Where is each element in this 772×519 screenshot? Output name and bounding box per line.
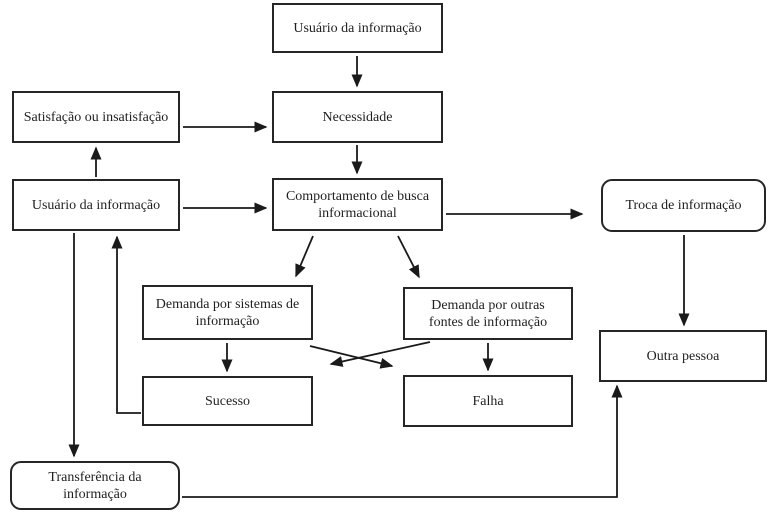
node-falha: Falha <box>403 375 573 427</box>
arrow-demanda-fontes-to-sucesso <box>329 341 431 367</box>
node-label: Comportamento de busca informacional <box>285 188 430 221</box>
node-label: Usuário da informação <box>293 20 422 36</box>
arrow-demanda-sistemas-to-falha <box>309 345 394 369</box>
node-usuario-da-informacao-left: Usuário da informação <box>12 179 180 231</box>
node-label: Satisfação ou insatisfação <box>23 109 169 125</box>
node-label: Falha <box>472 393 504 409</box>
node-label: Necessidade <box>322 109 393 125</box>
node-necessidade: Necessidade <box>272 91 443 143</box>
node-usuario-da-informacao-top: Usuário da informação <box>272 3 443 53</box>
node-transferencia-da-informacao: Transferência da informação <box>10 461 180 510</box>
node-comportamento-de-busca-informacional: Comportamento de busca informacional <box>272 178 443 231</box>
node-label: Transferência da informação <box>48 469 142 502</box>
arrow-comportamento-to-demanda-sistemas <box>295 235 314 278</box>
arrow-comportamento-to-demanda-fontes <box>397 235 420 279</box>
node-label: Demanda por outras fontes de informação <box>428 297 548 330</box>
node-demanda-por-outras-fontes-de-informacao: Demanda por outras fontes de informação <box>403 287 573 340</box>
node-demanda-por-sistemas-de-informacao: Demanda por sistemas de informação <box>142 285 313 340</box>
node-label: Outra pessoa <box>646 348 720 364</box>
node-outra-pessoa: Outra pessoa <box>599 330 767 382</box>
node-satisfacao-ou-insatisfacao: Satisfação ou insatisfação <box>12 91 180 143</box>
arrow-sucesso-to-usuario-left <box>111 235 141 414</box>
arrow-transferencia-to-outra-pessoa <box>182 384 623 498</box>
node-label: Troca de informação <box>625 198 742 213</box>
node-sucesso: Sucesso <box>142 376 313 426</box>
node-troca-de-informacao: Troca de informação <box>601 179 766 232</box>
node-label: Demanda por sistemas de informação <box>155 296 300 329</box>
node-label: Sucesso <box>204 393 251 409</box>
node-label: Usuário da informação <box>31 197 161 213</box>
